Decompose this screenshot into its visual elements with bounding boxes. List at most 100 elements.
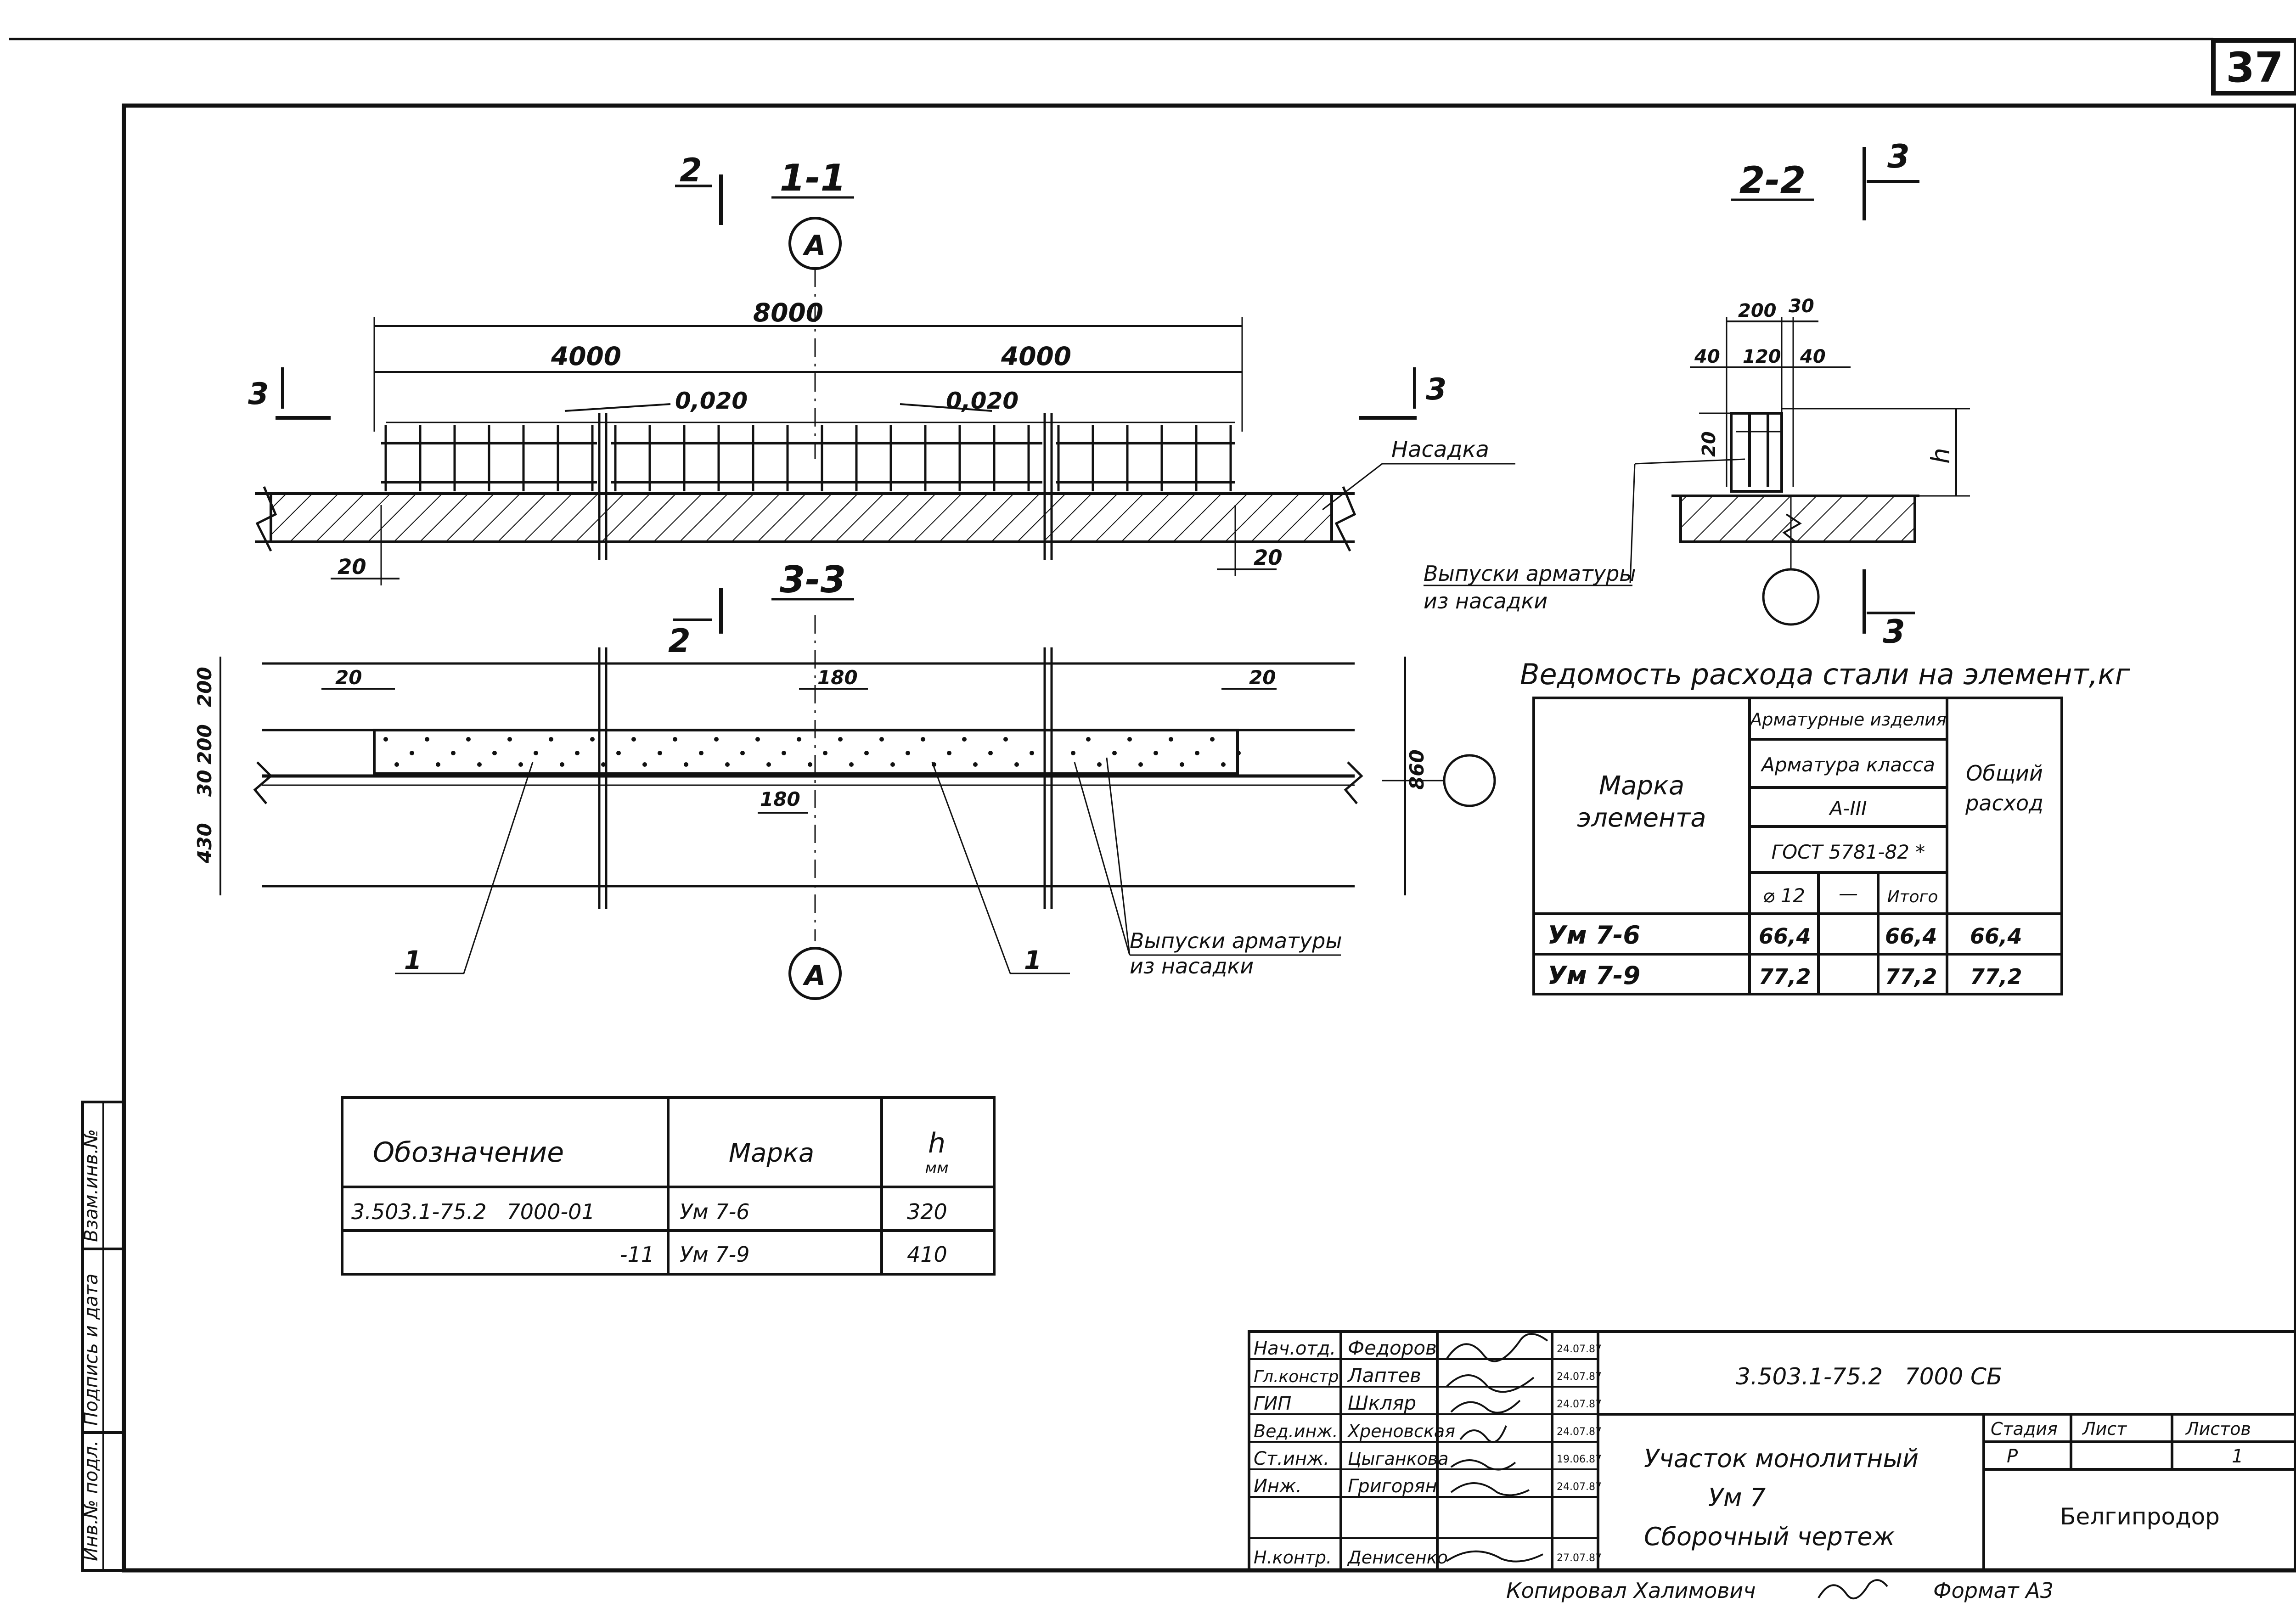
person-2-role: Гл.констр. [1254,1367,1344,1386]
stage-header: Стадия [1991,1419,2058,1439]
sub-total: Итого [1887,888,1938,906]
dim-4000-left: 4000 [551,342,621,371]
person-4-role: Вед.инж. [1254,1421,1338,1441]
col-total-line2: расход [1965,791,2043,815]
section-2-2-cut-bottom: 3 [1883,613,1905,651]
vdim-30: 30 [193,770,216,797]
top-edge: 37 [9,38,2296,96]
callout-nasadka: Насадка [1391,437,1489,462]
row-2-d12: 77,2 [1759,964,1811,989]
side-stamp-cell-3: Взам.инв.№ [81,1129,102,1242]
slope-left: 0,020 [675,388,748,414]
col-h: h [928,1127,945,1159]
col-h-unit: мм [925,1159,948,1177]
person-3-role: ГИП [1254,1393,1291,1414]
person-2-name: Лаптев [1347,1364,1421,1387]
callout-2-2-line1: Выпуски арматуры [1424,561,1636,586]
row-2-overall: 77,2 [1970,964,2022,989]
doc-code: 3.503.1-75.2 7000 СБ [1736,1363,2002,1390]
class-header: Арматура класса [1760,753,1935,776]
class-value: А-III [1828,797,1867,820]
row-2-total: 77,2 [1885,964,1937,989]
designation-row-2-code: -11 [620,1242,654,1267]
table-row: 3.503.1-75.2 7000-01 Ум 7-6 320 [351,1199,947,1224]
row-1-d12: 66,4 [1759,924,1811,949]
person-8-date: 27.07.87 [1557,1552,1602,1564]
dim-120: 120 [1743,346,1781,367]
title-block-person-row: Нач.отд. Федоров 24.07.87 [1254,1337,1602,1359]
organization: Белгипродор [2060,1503,2220,1530]
format-label: Формат А3 [1933,1578,2054,1603]
vdim-200: 200 [193,724,216,765]
person-2-date: 24.07.87 [1557,1371,1602,1383]
person-4-date: 24.07.87 [1557,1426,1602,1438]
section-3-3-title: 3-3 [780,558,846,601]
axis-a-bottom: A [803,960,826,992]
designation-table: Обозначение Марка h мм 3.503.1-75.2 7000… [341,1096,996,1276]
copied-by: Копировал Халимович [1506,1578,1756,1603]
steel-table: Ведомость расхода стали на элемент,кг Ма… [1520,658,2130,995]
designation-row-2-mark: Ум 7-9 [680,1242,750,1267]
dim-h: h [1926,448,1955,464]
dim-30: 30 [1789,296,1814,317]
title-block-person-row: Н.контр. Денисенко 27.07.87 [1254,1547,1602,1568]
sub-d12: ⌀ 12 [1763,884,1805,907]
person-3-date: 24.07.87 [1557,1399,1602,1410]
group-header: Арматурные изделия [1749,709,1947,730]
person-1-date: 24.07.87 [1557,1344,1602,1355]
dim-4000-right: 4000 [1001,342,1071,371]
section-3-3: 3-3 2 A 200 200 30 430 [193,558,1496,1000]
person-5-role: Ст.инж. [1254,1448,1329,1469]
dim-40-right: 40 [1800,346,1826,367]
steel-table-title: Ведомость расхода стали на элемент,кг [1520,658,2130,691]
title-line-1: Участок монолитный [1644,1444,1919,1473]
title-line-2: Ум 7 [1708,1483,1766,1512]
table-row: -11 Ум 7-9 410 [620,1242,947,1267]
dim-40-left: 40 [1694,346,1720,367]
person-8-name: Денисенко [1347,1547,1448,1568]
designation-row-2-h: 410 [907,1242,947,1267]
person-8-role: Н.контр. [1254,1547,1332,1568]
designation-row-1-code: 3.503.1-75.2 7000-01 [351,1199,595,1224]
col-mark-line1: Марка [1599,771,1684,801]
person-5-date: 19.06.87 [1557,1454,1602,1465]
dim-20-plan-right: 20 [1249,666,1276,689]
title-block-person-row: Вед.инж. Хреновская 24.07.87 [1254,1421,1602,1441]
person-6-date: 24.07.87 [1557,1481,1602,1493]
sheets-value: 1 [2232,1446,2243,1467]
section-2-2: 2-2 3 3 200 30 40 120 40 20 h [1424,138,1970,651]
dim-20-right: 20 [1254,545,1283,570]
label-1-left: 1 [404,945,422,975]
title-block: Нач.отд. Федоров 24.07.87 Гл.констр. Лап… [1248,1330,2296,1572]
person-3-name: Шкляр [1348,1392,1416,1414]
col-designation: Обозначение [373,1136,564,1169]
axis-a-top: A [803,230,826,262]
person-4-name: Хреновская [1347,1421,1455,1441]
sub-dash: — [1839,882,1858,905]
table-row: Ум 7-6 66,4 66,4 66,4 [1548,921,2022,950]
vdim-860: 860 [1406,749,1428,790]
row-1-total: 66,4 [1885,924,1937,949]
person-1-role: Нач.отд. [1254,1338,1336,1359]
col-mark: Марка [729,1138,814,1168]
stage-value: Р [2007,1446,2018,1467]
side-stamp-cell-1: Инв.№ подл. [81,1440,102,1561]
side-stamp: Инв.№ подл. Подпись и дата Взам.инв.№ [81,1101,125,1572]
cut-mark-2: 2 [680,152,702,189]
title-block-person-row: ГИП Шкляр 24.07.87 [1254,1392,1602,1414]
cut-mark-3-left: 3 [248,377,269,411]
cut-mark-3-right: 3 [1426,372,1446,407]
col-total-line1: Общий [1966,761,2043,786]
dim-20-plan-left: 20 [335,666,362,689]
gost: ГОСТ 5781-82 * [1772,841,1925,863]
sheet-header: Лист [2082,1419,2127,1439]
person-5-name: Цыганкова [1348,1449,1448,1469]
col-mark-line2: элемента [1577,803,1706,833]
sheet-frame [122,103,2296,1573]
sheet-number: 37 [2226,44,2283,92]
callout-3-3-line1: Выпуски арматуры [1130,928,1342,953]
row-1-overall: 66,4 [1970,924,2022,949]
dim-200: 200 [1738,300,1777,321]
title-line-3: Сборочный чертеж [1644,1522,1895,1551]
